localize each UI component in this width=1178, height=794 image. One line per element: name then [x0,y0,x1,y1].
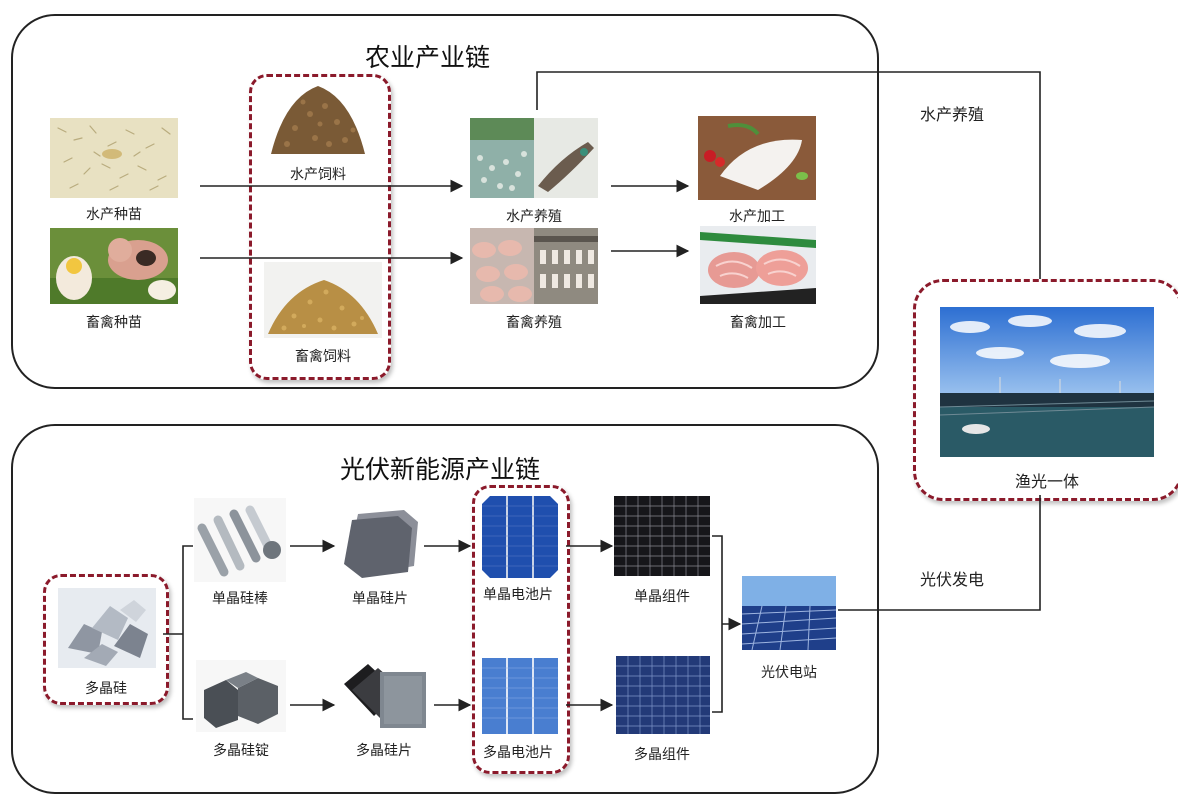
mono-rod-label: 单晶硅棒 [212,591,268,607]
mono-module-image [614,496,710,576]
poly-ingot-label: 多晶硅锭 [213,743,269,759]
pv-station-label: 光伏电站 [761,665,817,681]
cell-highlight-box [472,485,570,774]
livestock-seed-label: 畜禽种苗 [86,315,142,331]
aqua-farming-label: 水产养殖 [506,209,562,225]
aquaculture-link-label: 水产养殖 [920,105,985,124]
livestock-feed-label: 畜禽饲料 [295,349,351,365]
agri-chain-title: 农业产业链 [365,43,491,72]
poly-cell-image [482,658,558,734]
aqua-farming-image [470,118,598,198]
fishery-pv-box [913,279,1178,501]
fishery-pv-label: 渔光一体 [1014,472,1079,491]
livestock-feed-image [264,262,382,338]
mono-wafer-label: 单晶硅片 [352,591,408,607]
aqua-processing-label: 水产加工 [729,209,785,225]
poly-ingot-image [196,660,286,732]
mono-wafer-image [338,500,424,580]
pv-station-image [742,576,836,650]
aqua-feed-label: 水产饲料 [290,167,346,183]
aqua-processing-image [698,116,816,200]
livestock-processing-image [700,226,816,304]
mono-module-label: 单晶组件 [634,589,690,605]
polysilicon-highlight-box [43,574,169,705]
polysilicon-label: 多晶硅 [85,681,127,697]
mono-cell-image [482,496,558,578]
pv-chain-title: 光伏新能源产业链 [340,455,541,484]
aqua-seed-label: 水产种苗 [86,207,142,223]
aqua-feed-image [265,78,371,158]
poly-module-label: 多晶组件 [634,747,690,763]
polysilicon-image [58,588,156,668]
poly-wafer-image [338,654,434,734]
poly-module-image [616,656,710,734]
pv-power-link-label: 光伏发电 [920,570,985,589]
livestock-processing-label: 畜禽加工 [730,315,786,331]
mono-cell-label: 单晶电池片 [483,587,553,603]
aqua-seed-image [50,118,178,198]
livestock-farming-label: 畜禽养殖 [506,315,562,331]
livestock-seed-image [50,228,178,304]
livestock-farming-image [470,228,598,304]
fishery-pv-image [940,307,1154,457]
poly-wafer-label: 多晶硅片 [356,743,412,759]
mono-rod-image [194,498,286,582]
feed-highlight-box [249,74,391,380]
poly-cell-label: 多晶电池片 [483,745,553,761]
